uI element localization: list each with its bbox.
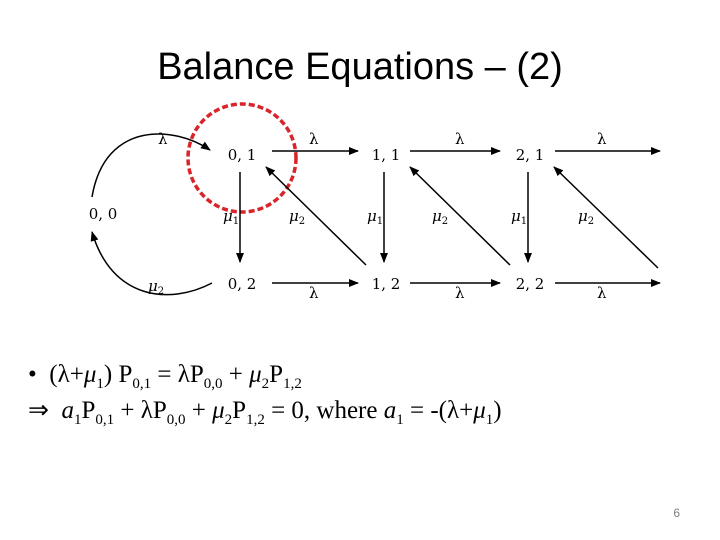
state-0-0: 0, 0 bbox=[89, 205, 118, 223]
equation-2: ⇒ a1P0,1 + λP0,0 + μ2P1,2 = 0, where a1 … bbox=[28, 397, 502, 428]
bullet: • bbox=[28, 361, 37, 388]
page-title: Balance Equations – (2) bbox=[157, 46, 563, 88]
label-lambda-00-01: λ bbox=[158, 130, 168, 148]
arrow-22-11 bbox=[409, 166, 511, 266]
implies-symbol: ⇒ bbox=[28, 397, 49, 424]
label-lambda-01-11: λ bbox=[309, 130, 319, 148]
label-mu1-21-22: μ1 bbox=[511, 207, 527, 227]
state-2-1: 2, 1 bbox=[516, 146, 545, 164]
label-mu2-22-11: μ2 bbox=[432, 207, 448, 227]
arrow-12-01 bbox=[265, 166, 367, 266]
label-lambda-02-12: λ bbox=[309, 284, 319, 302]
label-lambda-11-21: λ bbox=[455, 130, 465, 148]
state-0-2: 0, 2 bbox=[228, 275, 257, 293]
label-mu2-12-01: μ2 bbox=[289, 207, 305, 227]
arrow-out-21 bbox=[553, 166, 659, 269]
page-number: 6 bbox=[673, 506, 680, 520]
label-lambda-21-out: λ bbox=[597, 130, 607, 148]
arrow-02-00 bbox=[90, 231, 213, 296]
label-lambda-22-out: λ bbox=[597, 284, 607, 302]
state-1-1: 1, 1 bbox=[372, 146, 401, 164]
highlight-circle bbox=[186, 102, 298, 214]
label-lambda-12-22: λ bbox=[455, 284, 465, 302]
label-mu2-out-21: μ2 bbox=[578, 207, 594, 227]
state-1-2: 1, 2 bbox=[372, 275, 401, 293]
state-2-2: 2, 2 bbox=[516, 275, 545, 293]
label-mu1-11-12: μ1 bbox=[367, 207, 383, 227]
equation-1: • (λ+μ1) P0,1 = λP0,0 + μ2P1,2 bbox=[28, 361, 302, 392]
arrow-00-01 bbox=[91, 133, 211, 198]
state-0-1: 0, 1 bbox=[228, 146, 257, 164]
label-mu2-02-00: μ2 bbox=[148, 277, 164, 297]
label-mu1-01-02: μ1 bbox=[223, 207, 239, 227]
